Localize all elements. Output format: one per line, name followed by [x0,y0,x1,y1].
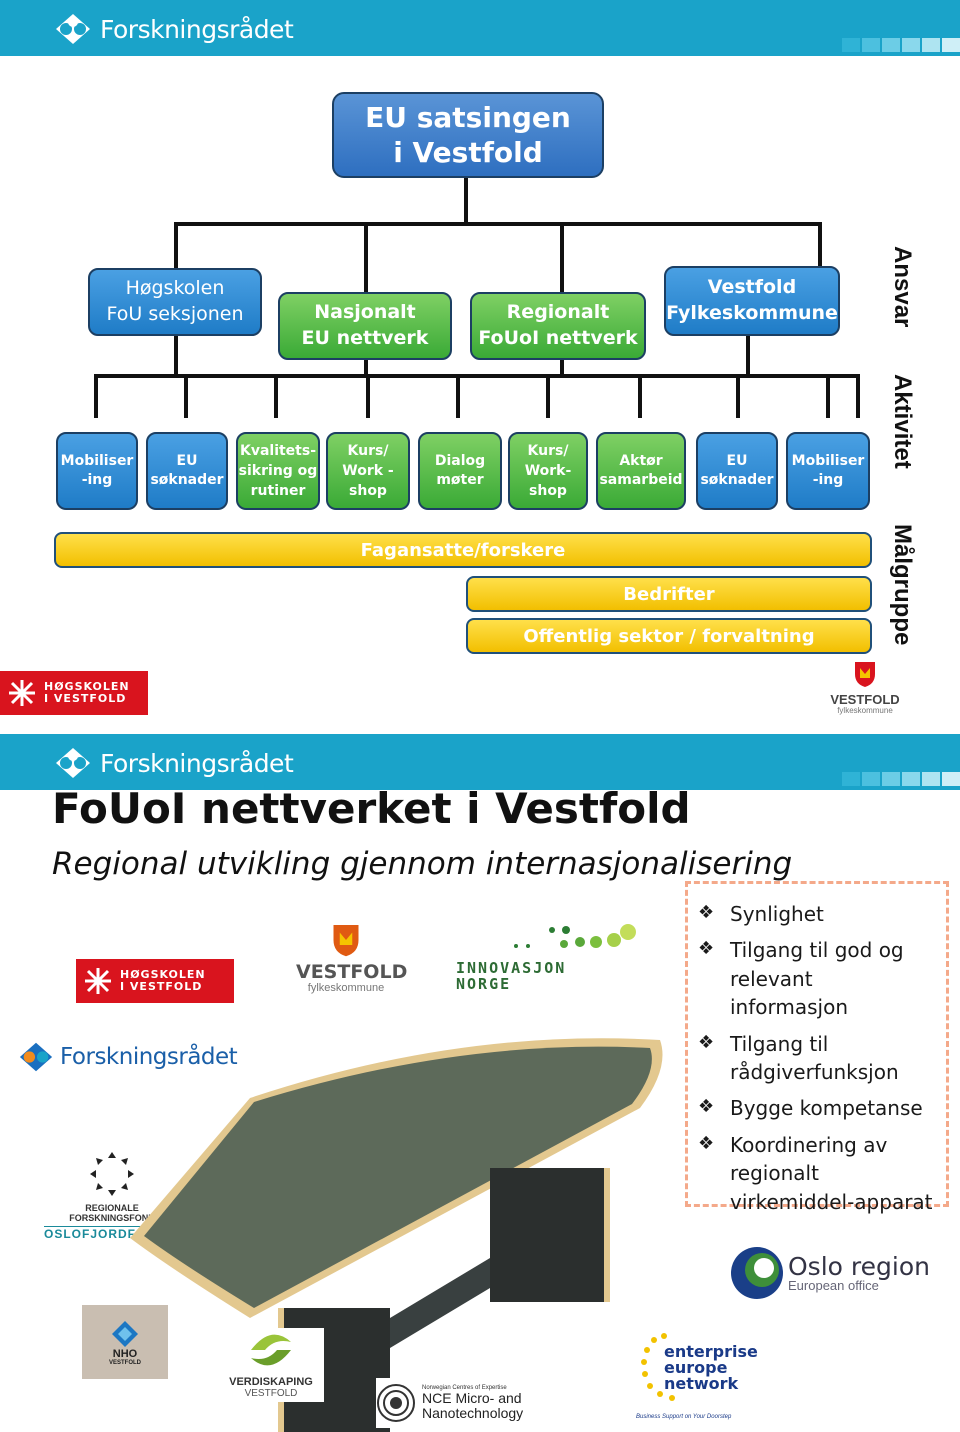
activity-kurs-workshop-2: Kurs/ Work- shop [508,432,588,510]
brand-name: Forskningsrådet [100,14,294,44]
globe-icon [731,1247,783,1299]
org-mid-regionalt: Regionalt FoUoI nettverk [470,292,646,360]
org-mid-hogskolen: Høgskolen FoU seksjonen [88,268,262,336]
slide2-title: FoUoI nettverket i Vestfold [52,784,691,833]
slide2-subtitle: Regional utvikling gjennom internasjonal… [52,846,793,882]
vestfold-logo-2: VESTFOLD fylkeskommune [296,922,407,996]
forskningsradet-logo-3: Forskningsrådet [18,1040,238,1074]
nce-logo: Norwegian Centres of Expertise NCE Micro… [376,1378,548,1428]
side-label-ansvar: Ansvar [889,246,916,328]
shield-icon [333,925,359,957]
activity-eu-soknader-1: EU søknader [146,432,228,510]
side-label-malgruppe: Målgruppe [889,524,916,646]
slide2-header: Forskningsrådet [0,734,960,790]
nce-icon [377,1384,415,1422]
ring-icon [90,1152,134,1196]
forskningsradet-icon [19,1042,53,1072]
org-mid-nasjonalt: Nasjonalt EU nettverk [278,292,452,360]
list-item: ❖Bygge kompetanse [698,1094,936,1122]
bullet-icon: ❖ [698,938,715,960]
activity-mobilisering-2: Mobiliser -ing [786,432,870,510]
header-tiles [842,772,960,786]
dots-icon [514,924,636,948]
target-offentlig: Offentlig sektor / forvaltning [466,618,872,654]
benefits-list: ❖Synlighet ❖Tilgang til god og relevant … [685,881,949,1214]
side-label-aktivitet: Aktivitet [889,374,916,469]
list-item: ❖Koordinering av regionalt virkemiddel-a… [698,1131,936,1216]
header-tiles [842,38,960,52]
forskningsradet-logo: Forskningsrådet [54,12,294,46]
forskningsradet-icon [56,748,90,778]
bullet-icon: ❖ [698,1132,715,1154]
verdiskaping-icon [251,1334,291,1366]
stars-icon [641,1333,675,1401]
org-top-box: EU satsingen i Vestfold [332,92,604,178]
list-item: ❖Synlighet [698,900,936,928]
list-item: ❖Tilgang til god og relevant informasjon [698,936,936,1021]
vestfold-logo-1: VESTFOLD fylkeskommune [826,660,904,718]
slide1-header: Forskningsrådet [0,0,960,56]
list-item: ❖Tilgang til rådgiverfunksjon [698,1030,936,1087]
bullet-icon: ❖ [698,1096,715,1118]
target-fagansatte: Fagansatte/forskere [54,532,872,568]
bullet-icon: ❖ [698,902,715,923]
snowflake-icon [85,968,111,994]
activity-dialogmoter: Dialog møter [418,432,502,510]
nho-logo: NHO VESTFOLD [82,1305,168,1379]
activity-mobilisering-1: Mobiliser -ing [56,432,138,510]
forskningsradet-icon [56,14,90,44]
oslo-region-logo: Oslo region European office [730,1246,930,1300]
activity-aktor-samarbeid: Aktør samarbeid [596,432,686,510]
activity-eu-soknader-2: EU søknader [696,432,778,510]
snowflake-icon [9,680,35,706]
shield-icon [855,662,875,687]
target-bedrifter: Bedrifter [466,576,872,612]
brand-name: Forskningsrådet [100,748,294,778]
activity-kurs-workshop-1: Kurs/ Work - shop [326,432,410,510]
forskningsradet-logo-2: Forskningsrådet [54,746,294,780]
verdiskaping-logo: VERDISKAPING VESTFOLD [218,1328,324,1402]
activity-kvalitetssikring: Kvalitets- sikring og rutiner [236,432,320,510]
org-mid-vestfold: Vestfold Fylkeskommune [664,266,840,336]
bullet-icon: ❖ [698,1031,715,1053]
nho-icon [112,1320,138,1347]
conference-table-image [130,1038,663,1432]
